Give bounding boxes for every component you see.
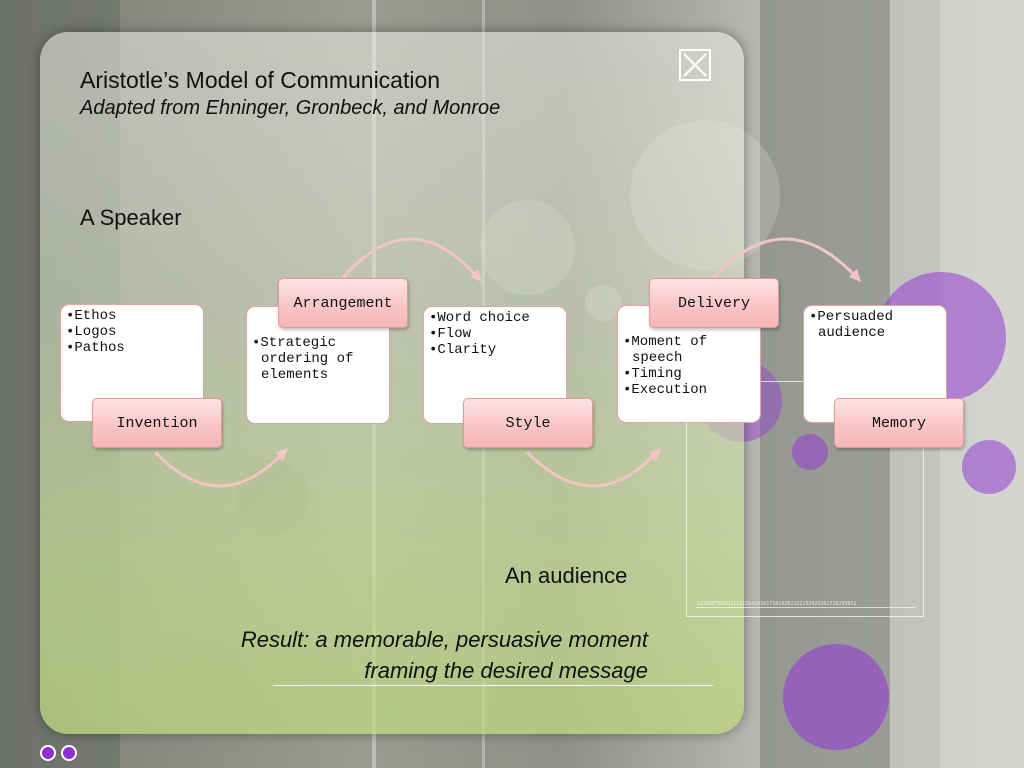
arrow-style-delivery xyxy=(525,450,659,488)
result-text: Result: a memorable, persuasive moment f… xyxy=(160,624,648,686)
nav-dot-1[interactable] xyxy=(40,745,56,761)
arrow-invention-arrangement xyxy=(153,450,286,488)
card-item: •Clarity xyxy=(429,342,497,358)
card-item: •Word choice xyxy=(429,310,530,326)
decorative-line xyxy=(696,607,916,608)
card-item: •Ethos xyxy=(66,308,117,324)
close-button[interactable] xyxy=(679,49,711,81)
result-line-1: Result: a memorable, persuasive moment xyxy=(240,627,648,652)
card-item: •Timing xyxy=(623,366,682,382)
nav-dot-2[interactable] xyxy=(61,745,77,761)
slide-title: Aristotle’s Model of Communication xyxy=(80,67,441,93)
arrow-arrangement-style xyxy=(341,237,480,279)
result-underline xyxy=(273,685,713,686)
tag-invention: Invention xyxy=(92,398,222,448)
card-item: •Logos xyxy=(66,324,117,340)
decorative-digits: 1234567891011121314151617181920212223242… xyxy=(697,601,857,607)
slide-subtitle: Adapted from Ehninger, Gronbeck, and Mon… xyxy=(80,97,501,119)
arrow-delivery-memory xyxy=(711,237,859,280)
result-line-2: framing the desired message xyxy=(364,658,648,683)
card-item: •Pathos xyxy=(66,340,125,356)
tag-memory: Memory xyxy=(834,398,964,448)
tag-style: Style xyxy=(463,398,593,448)
close-icon xyxy=(683,53,707,77)
card-item: •Moment of speech xyxy=(623,334,708,366)
speaker-label: A Speaker xyxy=(80,205,182,230)
tag-arrangement: Arrangement xyxy=(278,278,408,328)
audience-label: An audience xyxy=(505,563,628,588)
card-item: •Strategic ordering of elements xyxy=(252,335,354,383)
tag-delivery: Delivery xyxy=(649,278,779,328)
card-item: •Flow xyxy=(429,326,472,342)
card-item: •Persuaded audience xyxy=(809,309,894,341)
card-item: •Execution xyxy=(623,382,708,398)
